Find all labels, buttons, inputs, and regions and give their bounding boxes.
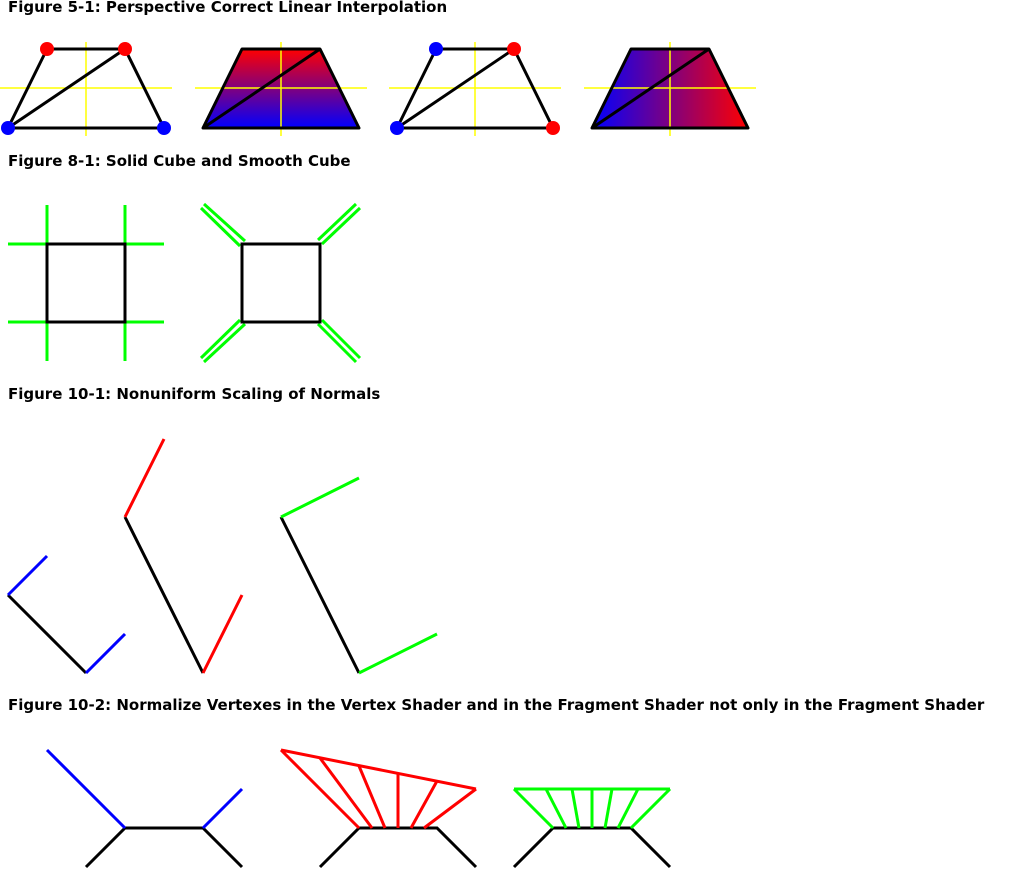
vertex-dot-red [546, 121, 560, 135]
shape-outline [123, 516, 205, 674]
normal-line-green [512, 787, 555, 830]
figure-5-1-diagram [0, 42, 756, 136]
cube-square [45, 242, 127, 324]
smooth-cube [199, 202, 362, 364]
normal-line [316, 202, 358, 242]
normal-line-red [201, 594, 244, 674]
interpolation-panel-4 [584, 42, 756, 136]
solid-cube [8, 205, 164, 361]
normal-line [199, 206, 242, 248]
vertex-normals-shape [45, 748, 244, 869]
scaled-shape-wrong-normals [123, 438, 244, 674]
scaled-shape-correct-normals [279, 476, 438, 675]
normal-line-red [423, 787, 477, 830]
surface-outline [512, 826, 672, 869]
normal-line-red [279, 748, 361, 830]
fragment-only-normalized-shape [279, 748, 478, 869]
interpolation-panel-1 [0, 42, 172, 136]
normal-line-blue [6, 554, 49, 597]
trapezoid-outline [590, 47, 750, 130]
vertex-dot-red [40, 42, 54, 56]
interpolation-panel-2 [195, 42, 367, 136]
vertex-dot-blue [1, 121, 15, 135]
figure-8-1-title: Figure 8-1: Solid Cube and Smooth Cube [8, 152, 351, 170]
normal-line-green [544, 788, 568, 829]
normal-line-red [357, 765, 387, 829]
face-normals [8, 205, 164, 361]
normal-line [320, 318, 362, 360]
normal-line-blue [45, 748, 127, 830]
surface-outline [318, 826, 478, 869]
vertex-and-fragment-normalized-shape [512, 787, 672, 869]
normal-line [202, 202, 247, 243]
normal-line-blue [201, 787, 244, 830]
figure-10-1-diagram [6, 438, 438, 675]
cube-square [240, 242, 322, 324]
normal-line-red [123, 438, 166, 518]
vertex-dot-blue [429, 42, 443, 56]
figure-10-2-title: Figure 10-2: Normalize Vertexes in the V… [8, 696, 985, 714]
trapezoid-outline [201, 47, 361, 130]
vertex-dot-red [118, 42, 132, 56]
figure-5-1-title: Figure 5-1: Perspective Correct Linear I… [8, 0, 448, 16]
surface-outline [84, 826, 244, 869]
normal-line-blue [84, 632, 127, 675]
diagonal-edge [202, 47, 321, 130]
interpolated-normals-green [512, 787, 672, 830]
normal-line [202, 322, 247, 364]
vertex-dot-red [507, 42, 521, 56]
figure-10-1-title: Figure 10-1: Nonuniform Scaling of Norma… [8, 385, 381, 403]
normal-line [320, 206, 362, 246]
vertex-normals [199, 202, 362, 364]
normal-line-green [358, 632, 438, 675]
interpolation-panel-3 [389, 42, 561, 136]
diagonal-edge [7, 47, 126, 130]
normal-line-green [570, 788, 581, 829]
normal-line-green [603, 788, 614, 829]
normal-line-red [318, 757, 374, 829]
normal-line [316, 322, 358, 364]
diagonal-edge [396, 47, 515, 130]
interpolated-normals-red [279, 748, 477, 830]
shape-outline [279, 516, 361, 674]
shape-outline [6, 593, 88, 675]
normal-line-green [629, 787, 672, 830]
vertex-dot-blue [157, 121, 171, 135]
original-shape [6, 554, 127, 675]
figure-8-1-diagram [8, 202, 362, 364]
vertex-dot-blue [390, 121, 404, 135]
figure-10-2-diagram [45, 748, 672, 869]
normal-line-red [280, 748, 477, 791]
diagonal-edge [591, 47, 710, 130]
normal-line [199, 318, 242, 360]
normal-line-red [409, 780, 439, 829]
normal-line-green [280, 476, 360, 519]
normal-line-green [616, 788, 640, 829]
